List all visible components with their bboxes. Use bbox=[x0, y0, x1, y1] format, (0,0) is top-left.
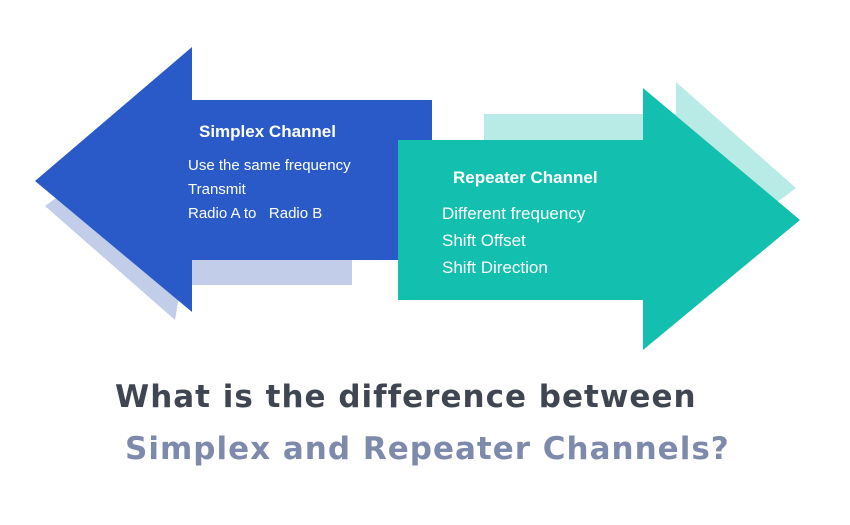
simplex-channel-box: Simplex Channel Use the same frequency T… bbox=[188, 122, 351, 226]
simplex-line-3: Radio A to Radio B bbox=[188, 205, 323, 222]
simplex-channel-title: Simplex Channel bbox=[199, 122, 336, 141]
simplex-arrow bbox=[35, 47, 432, 312]
repeater-line-2: Shift Offset bbox=[442, 231, 526, 250]
simplex-line-2: Transmit bbox=[188, 181, 246, 198]
question-line-1: What is the difference between bbox=[115, 379, 697, 415]
question-line-2: Simplex and Repeater Channels? bbox=[125, 431, 730, 467]
repeater-arrow bbox=[398, 88, 800, 350]
repeater-line-1: Different frequency bbox=[442, 204, 586, 223]
simplex-line-1: Use the same frequency bbox=[188, 157, 351, 174]
repeater-channel-title: Repeater Channel bbox=[453, 168, 598, 187]
repeater-line-3: Shift Direction bbox=[442, 258, 548, 277]
repeater-channel-box: Repeater Channel Different frequency Shi… bbox=[442, 168, 598, 281]
